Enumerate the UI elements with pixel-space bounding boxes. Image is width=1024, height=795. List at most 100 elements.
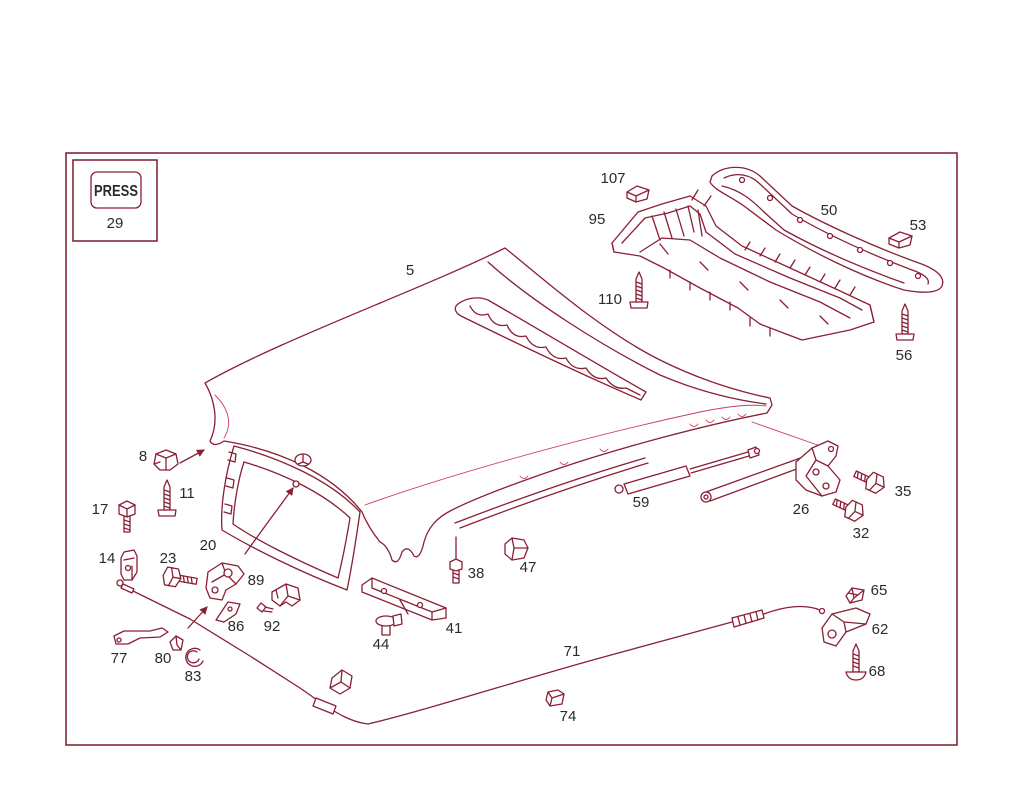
- hood-lock-striker: [292, 480, 300, 488]
- inset-number: 29: [107, 215, 124, 232]
- hinge-arm-eye-hole: [703, 494, 709, 500]
- callout-20: 20: [200, 537, 217, 554]
- cable-end-ball: [116, 579, 124, 587]
- plate-body: [215, 601, 241, 623]
- grille-frame-tabs: [223, 451, 237, 515]
- screw-head: [895, 333, 915, 341]
- part-92-drawing: [256, 602, 274, 613]
- clip-body: [626, 185, 650, 203]
- callout-80: 80: [155, 650, 172, 667]
- callout-56: 56: [896, 347, 913, 364]
- part-26-drawing: [700, 440, 841, 503]
- screw-head: [157, 509, 177, 517]
- screw-head: [845, 671, 867, 681]
- clip-edges: [847, 587, 865, 604]
- press-badge: [90, 171, 142, 209]
- seal-hole: [914, 272, 922, 280]
- cable-line-end: [763, 605, 821, 615]
- callout-5: 5: [406, 262, 414, 279]
- part-83-drawing: [185, 647, 204, 667]
- bracket-body: [120, 549, 138, 581]
- hinge-pivot: [822, 482, 830, 490]
- screw-shank: [263, 606, 274, 613]
- hood-outline: [204, 247, 773, 563]
- cable-adjuster: [731, 609, 765, 628]
- cable-end-sleeve: [120, 583, 135, 594]
- part-44-drawing: [375, 613, 403, 636]
- part-74-drawing: [545, 689, 565, 707]
- seal-hole: [738, 176, 746, 184]
- callout-68: 68: [869, 663, 886, 680]
- hood-vent-outline: [454, 297, 647, 401]
- part-89-drawing: [271, 583, 301, 607]
- press-inset: PRESS 29: [72, 159, 158, 242]
- hood-lip-clips: [519, 413, 747, 479]
- callout-11: 11: [179, 485, 195, 502]
- callout-41: 41: [446, 620, 463, 637]
- bar-body: [361, 577, 447, 621]
- bolt-thread: [182, 575, 193, 585]
- clip-edges: [626, 189, 650, 203]
- bracket-edge: [123, 557, 135, 581]
- callout-44: 44: [373, 636, 390, 653]
- hinge-pivot: [812, 468, 820, 476]
- hood-lip-lower: [459, 462, 649, 529]
- latch-hole: [211, 586, 219, 594]
- clip-edges: [547, 691, 565, 707]
- callout-47: 47: [520, 559, 537, 576]
- bolt-head-edge: [167, 567, 182, 587]
- cable-connector: [312, 697, 337, 715]
- bolt-head: [865, 471, 885, 494]
- screw-thread: [852, 653, 860, 669]
- screw-thread: [901, 313, 909, 333]
- part-71-drawing: [116, 579, 826, 725]
- part-23-drawing: [162, 566, 198, 588]
- part-35-drawing: [853, 470, 885, 494]
- strut-rod: [689, 451, 750, 474]
- callout-62: 62: [872, 621, 889, 638]
- bolt-head-edge: [847, 501, 864, 519]
- part-11-drawing: [157, 479, 177, 517]
- latch-pivot: [223, 568, 233, 578]
- hood-emblem-star: [297, 454, 309, 465]
- bolt-head-edge: [118, 504, 136, 518]
- part-32-drawing: [832, 498, 864, 522]
- part-107-drawing: [626, 185, 650, 203]
- part-53-drawing: [888, 231, 913, 249]
- callout-17: 17: [92, 501, 109, 518]
- duct-tray-end: [611, 242, 875, 323]
- part-20-drawing: [205, 562, 245, 601]
- screw-shank: [852, 643, 860, 673]
- hood-lip-upper: [454, 457, 646, 524]
- press-badge-text: PRESS: [94, 183, 138, 200]
- clip-edges: [888, 235, 913, 249]
- grille-frame-outer: [220, 445, 361, 591]
- hinge-arm-eye: [700, 491, 712, 503]
- clip-edges: [153, 453, 177, 471]
- bracket-hole: [124, 564, 132, 572]
- plate-hole: [227, 606, 233, 612]
- callout-83: 83: [185, 668, 202, 685]
- arrow-cable-to-latch: [187, 606, 208, 629]
- bar-hole: [380, 587, 388, 595]
- seal-hole: [856, 246, 864, 254]
- callout-110: 110: [598, 291, 622, 308]
- callout-74: 74: [560, 708, 577, 725]
- callout-32: 32: [853, 525, 870, 542]
- bolt-head: [844, 499, 864, 522]
- hinge-pivot: [827, 445, 835, 453]
- part-5-drawing: [204, 247, 773, 591]
- part-14-drawing: [120, 549, 138, 581]
- screw-head: [629, 301, 649, 309]
- callout-77: 77: [111, 650, 128, 667]
- bolt-thread: [452, 572, 460, 580]
- part-65-drawing: [845, 587, 865, 604]
- bracket-edges: [831, 613, 867, 633]
- bracket-body: [821, 607, 871, 647]
- part-47-drawing: [504, 537, 529, 561]
- inset-box: [72, 159, 158, 242]
- part-62-drawing: [821, 607, 871, 647]
- screw-thread: [163, 489, 171, 509]
- seal-hole: [796, 216, 804, 224]
